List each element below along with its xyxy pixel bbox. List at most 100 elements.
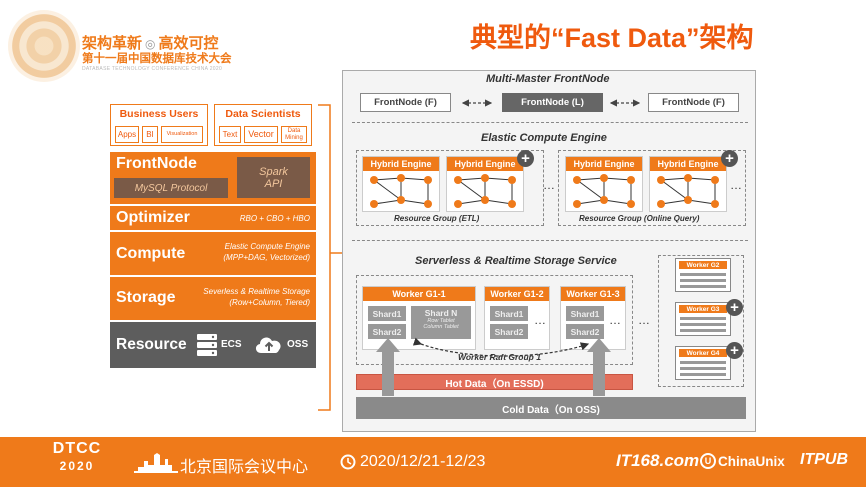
worker-g1-2-shard1: Shard1 (490, 306, 528, 321)
hybrid-engine-etl-2: Hybrid Engine (446, 156, 524, 212)
chinaunix-logo-icon: U (700, 453, 716, 469)
dtcc-logo: DTCC 2020 (42, 440, 112, 473)
worker-g1-1-shard2: Shard2 (368, 324, 406, 339)
sponsor-it168-logo: IT168.com (616, 451, 700, 470)
text-box: Text (219, 126, 241, 143)
shard-n-title: Shard N (424, 308, 458, 318)
mysql-protocol-box: MySQL Protocol (114, 178, 228, 198)
worker-g3-line2 (680, 323, 726, 326)
worker-g1-1-shard1: Shard1 (368, 306, 406, 321)
slogan-part-a: 架构革新 (82, 35, 143, 52)
worker-g1-3-shard2: Shard2 (566, 324, 604, 339)
hot-data-bar: Hot Data（On ESSD) (356, 374, 633, 390)
slogan-part-b: 高效可控 (158, 35, 219, 52)
oss-label: OSS (287, 339, 309, 350)
dtcc-logo-year: 2020 (59, 459, 95, 473)
frontnode-section-title: Multi-Master FrontNode (486, 73, 610, 85)
frontnode-leader: FrontNode (L) (502, 93, 603, 112)
data-scientists-box: Data Scientists Text Vector Data Mining (214, 104, 312, 146)
compute-layer: Compute Elastic Compute Engine (MPP+DAG,… (110, 232, 316, 275)
worker-g1-1-label: Worker G1-1 (363, 287, 475, 301)
worker-g4-label: Worker G4 (679, 349, 727, 357)
worker-g1-2-ellipsis: … (534, 313, 547, 327)
worker-g2-line2 (680, 279, 726, 282)
worker-raft-group-box (356, 275, 633, 365)
worker-g2-stack: Worker G2 (675, 258, 731, 292)
hybrid-engine-oq-2-label: Hybrid Engine (650, 157, 726, 171)
worker-g1-1-shard-n: Shard N Row Tablet Column Tablet (411, 306, 471, 339)
worker-g1-2-label: Worker G1-2 (485, 287, 549, 301)
worker-g1-3-label: Worker G1-3 (561, 287, 625, 301)
data-scientists-title: Data Scientists (225, 108, 301, 120)
compute-desc: Elastic Compute Engine (MPP+DAG, Vectori… (223, 241, 310, 263)
worker-g1-3-ellipsis: … (609, 313, 622, 327)
optimizer-desc: RBO + CBO + HBO (239, 214, 310, 223)
worker-g2-line3 (680, 285, 726, 288)
business-users-box: Business Users Apps BI Visualization (110, 104, 208, 146)
worker-raft-group-label: Worker Raft Group 1 (458, 352, 541, 362)
dtcc-logo-text: DTCC (52, 440, 102, 457)
resource-group-etl-label: Resource Group (ETL) (394, 214, 480, 223)
tiering-arrows (376, 338, 611, 396)
server-stack-icon (197, 334, 217, 356)
sponsor-itpub-logo: ITPUB (800, 451, 848, 468)
optimizer-layer: Optimizer RBO + CBO + HBO (110, 206, 316, 230)
etl-more-ellipsis: … (543, 178, 556, 192)
worker-g4-line2 (680, 367, 726, 370)
optimizer-layer-title: Optimizer (116, 209, 190, 226)
other-worker-groups-box (658, 255, 744, 387)
clock-icon (340, 454, 356, 470)
venue-text: 北京国际会议中心 (180, 459, 309, 476)
compute-section-title: Elastic Compute Engine (481, 132, 607, 144)
resource-layer-title: Resource (116, 336, 187, 353)
slogan-separator-icon: ◎ (145, 37, 156, 51)
add-engine-etl-icon: + (517, 150, 534, 167)
hybrid-engine-oq-1-label: Hybrid Engine (566, 157, 642, 171)
hybrid-engine-etl-2-label: Hybrid Engine (447, 157, 523, 171)
compute-desc-line2: (MPP+DAG, Vectorized) (223, 253, 310, 262)
frontnode-layer-title: FrontNode (116, 155, 197, 172)
footer-bar: DTCC 2020 北京国际会议中心 2020/12/21-12/23 IT16… (0, 437, 866, 487)
worker-groups-ellipsis: … (638, 313, 651, 327)
bi-box: BI (142, 126, 158, 143)
beijing-skyline-icon (134, 453, 178, 473)
resource-group-etl (356, 150, 544, 226)
frontnode-layer: FrontNode MySQL Protocol Spark API (110, 152, 316, 204)
hybrid-engine-oq-1: Hybrid Engine (565, 156, 643, 212)
frontnode-follower-right: FrontNode (F) (648, 93, 739, 112)
add-engine-oq-icon: + (721, 150, 738, 167)
storage-desc-line2: (Row+Column, Tiered) (229, 298, 310, 307)
worker-g4-line3 (680, 373, 726, 376)
frontnode-sync-arrows (461, 99, 641, 107)
section-divider-1 (352, 122, 748, 123)
cold-data-bar: Cold Data（On OSS) (356, 397, 746, 419)
storage-layer-title: Storage (116, 289, 176, 306)
section-divider-2 (352, 240, 748, 241)
visualization-box: Visualization (161, 126, 203, 143)
conference-logo-emblem (8, 10, 80, 82)
add-worker-g3-icon: + (726, 299, 743, 316)
worker-g3-line3 (680, 329, 726, 332)
storage-desc-line1: Severless & Realtime Storage (203, 287, 310, 296)
raft-replication-arrow (412, 337, 590, 357)
compute-desc-line1: Elastic Compute Engine (224, 242, 310, 251)
spark-api-box: Spark API (237, 157, 310, 198)
worker-g4-line1 (680, 361, 726, 364)
business-users-title: Business Users (119, 108, 199, 120)
worker-g3-line1 (680, 317, 726, 320)
add-worker-g4-icon: + (726, 342, 743, 359)
worker-g3-stack: Worker G3 (675, 302, 731, 336)
slide-title: 典型的“Fast Data”架构 (470, 23, 754, 53)
resource-group-online-query (558, 150, 746, 226)
data-mining-box: Data Mining (281, 126, 307, 143)
worker-g4-stack: Worker G4 (675, 346, 731, 380)
shard-n-column-tablet: Column Tablet (423, 324, 459, 330)
worker-g1-2-shard2: Shard2 (490, 324, 528, 339)
ecs-label: ECS (221, 339, 242, 350)
bracket-connector (318, 104, 342, 411)
worker-g1-3-shard1: Shard1 (566, 306, 604, 321)
storage-section-title: Serverless & Realtime Storage Service (415, 255, 617, 267)
worker-g2-label: Worker G2 (679, 261, 727, 269)
apps-box: Apps (115, 126, 139, 143)
conference-name: 第十一届中国数据库技术大会 (82, 53, 232, 65)
